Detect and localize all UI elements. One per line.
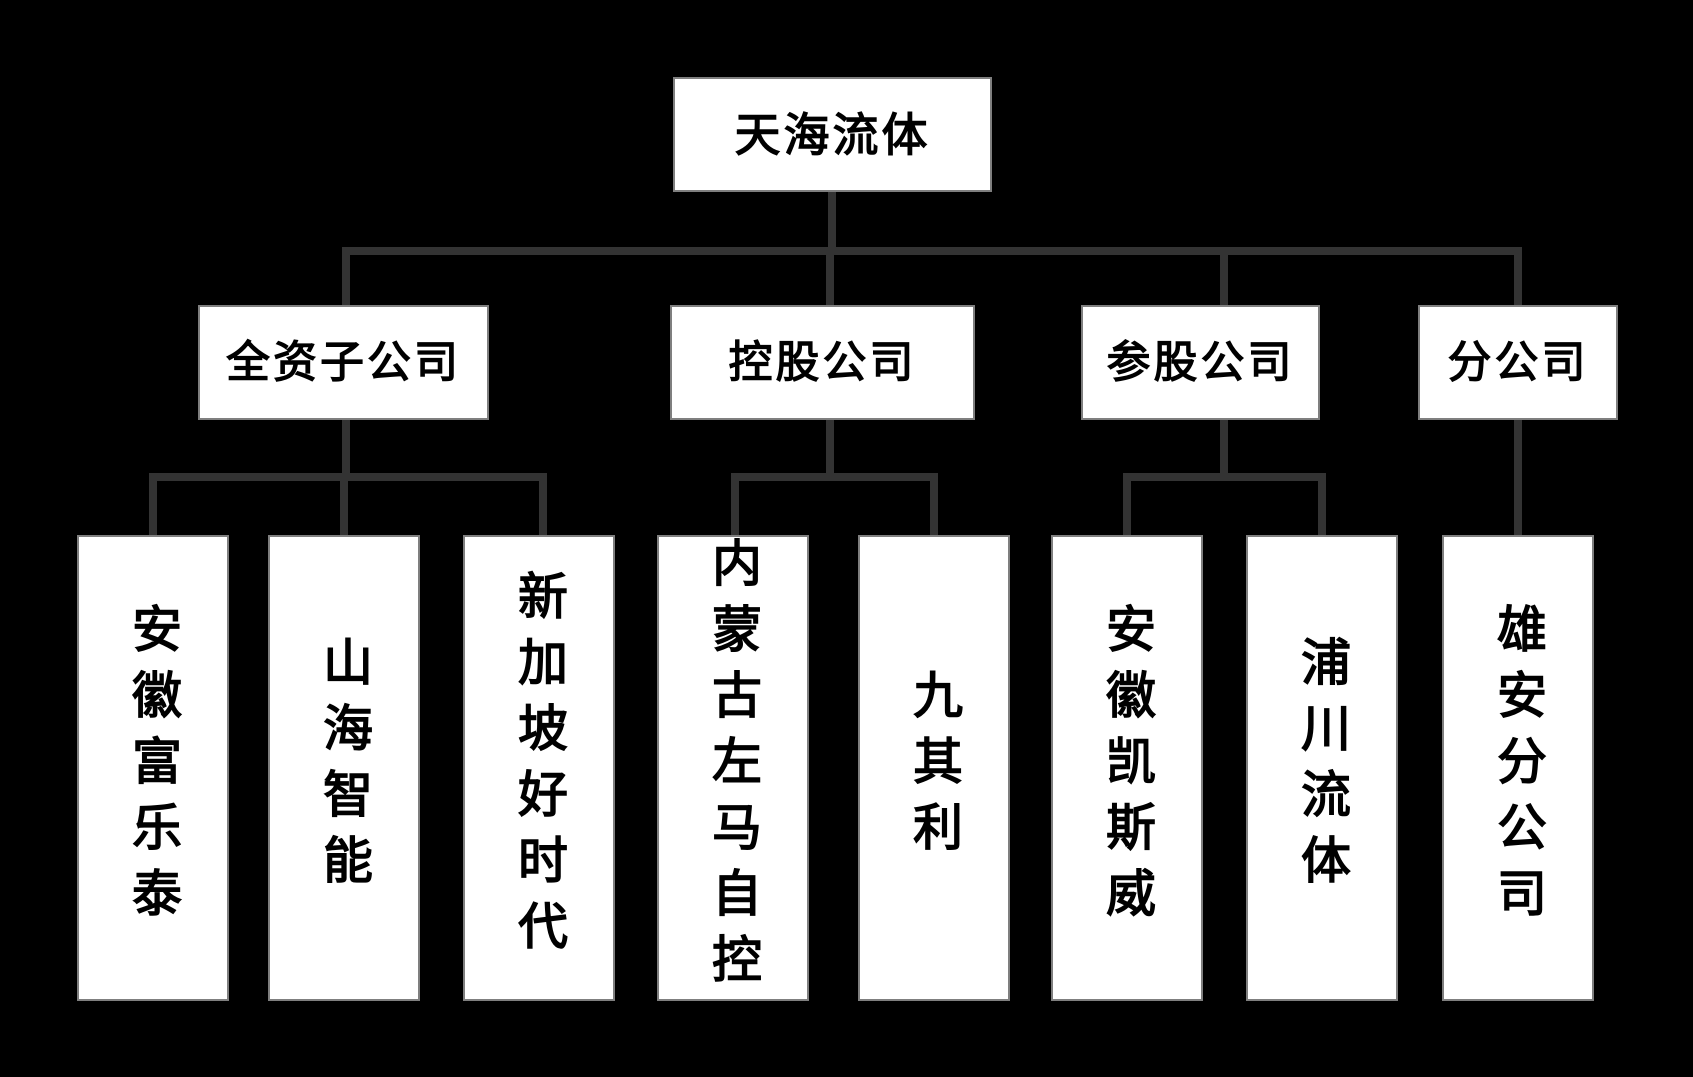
connector-branch0-rail [149, 473, 547, 481]
connector-branch3-up [1514, 247, 1522, 305]
connector-branch2-rail [1123, 473, 1326, 481]
org-node-root: 天海流体 [673, 77, 992, 192]
connector-leaf5-up [1123, 473, 1131, 535]
org-node-equity-participation-companies: 参股公司 [1081, 305, 1320, 420]
org-node-label: 分公司 [1447, 336, 1589, 388]
org-node-leaf: 山海智能 [268, 535, 420, 1001]
org-node-label: 内蒙古左马自控 [704, 537, 762, 999]
connector-root-down [828, 192, 836, 251]
connector-branch2-up [1220, 247, 1228, 305]
org-node-label: 安徽凯斯威 [1098, 603, 1156, 933]
org-node-root-label: 天海流体 [734, 107, 931, 162]
org-node-wholly-owned-subsidiaries: 全资子公司 [198, 305, 489, 420]
connector-level1-rail [342, 247, 1522, 255]
connector-branch1-down [826, 420, 834, 477]
org-node-label: 控股公司 [728, 336, 917, 388]
org-node-label: 浦川流体 [1293, 636, 1351, 900]
connector-branch0-up [342, 247, 350, 305]
org-node-label: 雄安分公司 [1489, 603, 1547, 933]
connector-leaf1-up [340, 473, 348, 535]
connector-leaf0-up [149, 473, 157, 535]
org-node-holding-companies: 控股公司 [670, 305, 975, 420]
org-node-leaf: 浦川流体 [1246, 535, 1398, 1001]
org-node-branch-offices: 分公司 [1418, 305, 1618, 420]
org-node-leaf: 雄安分公司 [1442, 535, 1594, 1001]
connector-branch1-up [826, 247, 834, 305]
org-node-label: 全资子公司 [226, 336, 461, 388]
org-node-leaf: 安徽凯斯威 [1051, 535, 1203, 1001]
org-node-label: 九其利 [905, 669, 963, 867]
org-node-label: 新加坡好时代 [510, 570, 568, 966]
org-node-leaf: 新加坡好时代 [463, 535, 615, 1001]
connector-branch1-rail [731, 473, 938, 481]
connector-leaf2-up [539, 473, 547, 535]
connector-branch0-down [342, 420, 350, 477]
connector-branch2-down [1220, 420, 1228, 477]
org-node-leaf: 安徽富乐泰 [77, 535, 229, 1001]
connector-leaf3-up [731, 473, 739, 535]
org-node-leaf: 内蒙古左马自控 [657, 535, 809, 1001]
connector-leaf6-up [1318, 473, 1326, 535]
org-node-leaf: 九其利 [858, 535, 1010, 1001]
org-node-label: 山海智能 [315, 636, 373, 900]
connector-branch3-down [1514, 420, 1522, 535]
org-node-label: 安徽富乐泰 [124, 603, 182, 933]
org-node-label: 参股公司 [1106, 336, 1295, 388]
connector-leaf4-up [930, 473, 938, 535]
